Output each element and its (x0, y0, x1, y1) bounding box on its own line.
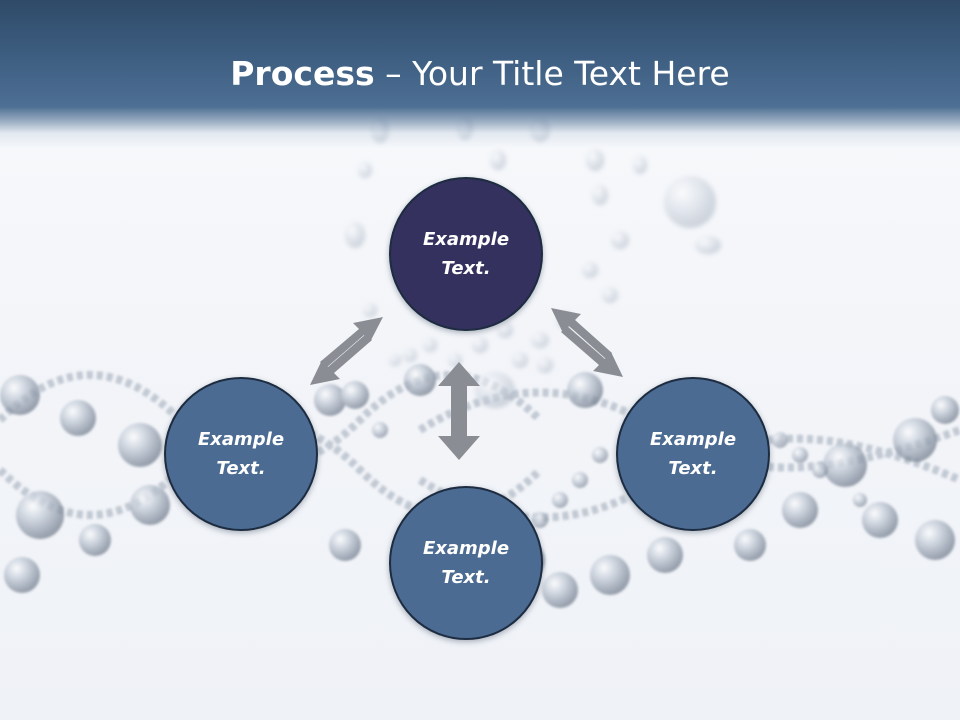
process-node-right-line1: Example (649, 429, 737, 450)
process-node-bottom-line1: Example (422, 538, 510, 559)
slide-title: Process – Your Title Text Here (0, 52, 960, 96)
process-node-right-line2: Text. (668, 458, 718, 479)
process-node-left-line2: Text. (216, 458, 266, 479)
title-bar (0, 0, 960, 148)
process-node-top-line1: Example (422, 229, 510, 250)
process-node-top-line2: Text. (441, 258, 491, 279)
arrow-left-diagonal (310, 317, 383, 385)
process-node-bottom-line2: Text. (441, 567, 491, 588)
arrow-vertical (438, 362, 480, 460)
arrow-right-diagonal (551, 308, 623, 377)
title-rest: – Your Title Text Here (374, 54, 730, 93)
title-bold: Process (230, 54, 375, 93)
process-node-left-line1: Example (197, 429, 285, 450)
